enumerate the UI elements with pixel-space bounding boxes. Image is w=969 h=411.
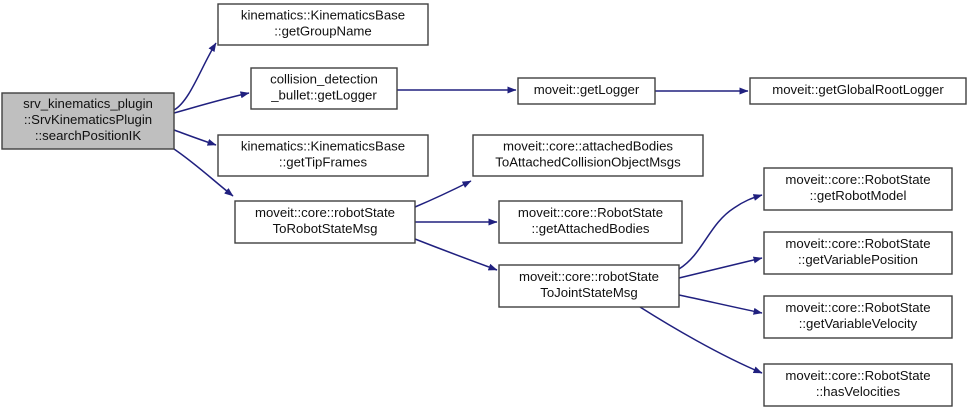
node-moveit-get-global-root-logger[interactable]: moveit::getGlobalRootLogger <box>749 77 967 105</box>
node-box <box>217 134 429 177</box>
node-box <box>1 92 175 150</box>
node-label: srv_kinematics_plugin::SrvKinematicsPlug… <box>23 96 153 143</box>
node-box <box>472 134 704 177</box>
node-label: kinematics::KinematicsBase::getTipFrames <box>241 139 405 170</box>
node-label-line: srv_kinematics_plugin <box>23 96 153 111</box>
node-label-line: kinematics::KinematicsBase <box>241 8 405 23</box>
node-label: moveit::core::RobotState::getVariableVel… <box>785 300 930 331</box>
node-label-line: moveit::core::robotState <box>519 269 659 284</box>
node-collision-detection-bullet-get-logger[interactable]: collision_detection_bullet::getLogger <box>250 67 398 110</box>
node-kinematics-base-get-tip-frames[interactable]: kinematics::KinematicsBase::getTipFrames <box>217 134 429 177</box>
node-label-line: ::getVariablePosition <box>798 252 918 267</box>
edge-root-to-robot-state-to-robot-state-msg <box>173 148 234 197</box>
edge-joint-state-msg-to-has-velocities <box>639 306 763 374</box>
node-box <box>749 77 967 105</box>
node-robot-state-has-velocities[interactable]: moveit::core::RobotState::hasVelocities <box>763 363 953 407</box>
node-label-line: ::hasVelocities <box>816 384 901 399</box>
node-label: collision_detection_bullet::getLogger <box>270 72 378 103</box>
node-label-line: ToAttachedCollisionObjectMsgs <box>495 155 681 170</box>
node-box <box>234 200 416 244</box>
node-label: moveit::core::RobotState::getAttachedBod… <box>518 205 663 236</box>
edge-robot-state-msg-to-attached-bodies-msgs <box>414 180 472 208</box>
node-label-line: moveit::core::attachedBodies <box>503 139 673 154</box>
node-label-line: ::getGroupName <box>274 24 372 39</box>
node-label-line: ToRobotStateMsg <box>273 221 378 236</box>
node-box <box>498 200 683 244</box>
node-kinematics-base-get-group-name[interactable]: kinematics::KinematicsBase::getGroupName <box>217 3 429 46</box>
node-label: moveit::getLogger <box>534 82 640 97</box>
nodes-layer: srv_kinematics_plugin::SrvKinematicsPlug… <box>1 3 967 407</box>
edges-layer <box>173 42 763 374</box>
node-label-line: moveit::core::RobotState <box>785 300 930 315</box>
node-label-line: moveit::core::RobotState <box>785 172 930 187</box>
node-label-line: ::getVariableVelocity <box>799 316 918 331</box>
node-label: moveit::getGlobalRootLogger <box>772 82 944 97</box>
node-box <box>763 363 953 407</box>
node-label-line: ::getRobotModel <box>810 188 907 203</box>
node-label-line: ToJointStateMsg <box>540 285 638 300</box>
node-label: moveit::core::RobotState::getRobotModel <box>785 172 930 203</box>
node-box <box>217 3 429 46</box>
edge-robot-state-msg-to-joint-state-msg <box>414 238 498 271</box>
node-box <box>763 295 953 339</box>
edge-root-to-get-group-name <box>173 42 217 111</box>
edge-root-to-get-tip-frames <box>173 129 217 146</box>
node-label-line: moveit::core::RobotState <box>785 368 930 383</box>
node-robot-state-get-variable-position[interactable]: moveit::core::RobotState::getVariablePos… <box>763 231 953 275</box>
node-box <box>763 167 953 211</box>
node-srv-kinematics-plugin-search-position-ik[interactable]: srv_kinematics_plugin::SrvKinematicsPlug… <box>1 92 175 150</box>
node-label-line: moveit::core::robotState <box>255 205 395 220</box>
node-label-line: kinematics::KinematicsBase <box>241 139 405 154</box>
node-label-line: ::SrvKinematicsPlugin <box>24 112 152 127</box>
node-label-line: moveit::getLogger <box>534 82 640 97</box>
node-moveit-get-logger[interactable]: moveit::getLogger <box>517 77 656 105</box>
node-box <box>763 231 953 275</box>
node-box <box>517 77 656 105</box>
node-label: kinematics::KinematicsBase::getGroupName <box>241 8 405 39</box>
node-label-line: _bullet::getLogger <box>270 88 377 103</box>
edge-root-to-bullet-get-logger <box>173 91 250 114</box>
node-robot-state-get-variable-velocity[interactable]: moveit::core::RobotState::getVariableVel… <box>763 295 953 339</box>
node-box <box>250 67 398 110</box>
node-box <box>498 264 680 308</box>
edge-joint-state-msg-to-get-variable-position <box>678 256 763 279</box>
edge-joint-state-msg-to-get-robot-model <box>678 194 763 270</box>
node-label-line: moveit::getGlobalRootLogger <box>772 82 944 97</box>
node-label: moveit::core::RobotState::hasVelocities <box>785 368 930 399</box>
edge-joint-state-msg-to-get-variable-velocity <box>678 294 763 315</box>
node-label-line: collision_detection <box>270 72 378 87</box>
node-label-line: ::getAttachedBodies <box>531 221 649 236</box>
node-label-line: ::searchPositionIK <box>35 128 141 143</box>
node-label: moveit::core::RobotState::getVariablePos… <box>785 236 930 267</box>
node-label-line: moveit::core::RobotState <box>785 236 930 251</box>
node-label-line: moveit::core::RobotState <box>518 205 663 220</box>
node-label-line: ::getTipFrames <box>279 155 368 170</box>
node-robot-state-get-attached-bodies[interactable]: moveit::core::RobotState::getAttachedBod… <box>498 200 683 244</box>
node-robot-state-get-robot-model[interactable]: moveit::core::RobotState::getRobotModel <box>763 167 953 211</box>
